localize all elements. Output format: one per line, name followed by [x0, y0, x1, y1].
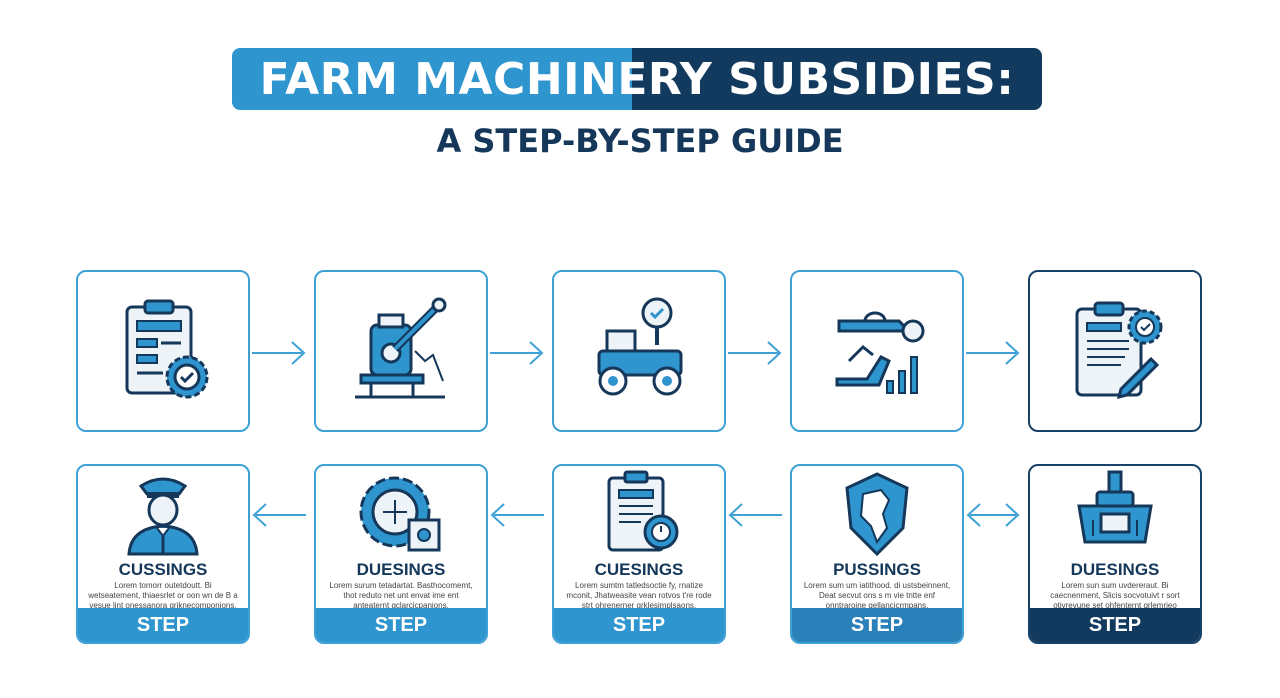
arrow-right-icon — [966, 341, 1020, 365]
step-label: STEP — [792, 608, 962, 642]
step-description: Lorem tomorr outetdoutt. Bi wetseatement… — [88, 581, 238, 610]
step-title: DUESINGS — [1070, 560, 1160, 579]
arrow-both-icon — [966, 503, 1020, 527]
title-banner: FARM MACHINERY SUBSIDIES: — [232, 48, 1042, 110]
arrow-right-icon — [728, 341, 782, 365]
page-title: FARM MACHINERY SUBSIDIES: — [259, 53, 1015, 105]
bottom-step-card-3: CUESINGS Lorem sumtm tatledsoctie fy, rn… — [552, 464, 726, 644]
arrow-right-icon — [252, 341, 306, 365]
large-gear-icon — [359, 476, 441, 552]
arrow-left-icon — [252, 503, 306, 527]
step-description: Lorem sum um iatithood. di ustsbeinnent,… — [803, 581, 951, 610]
top-step-card-4 — [790, 270, 964, 432]
clipboard-timer-icon — [607, 470, 679, 552]
bottom-step-card-2: DUESINGS Lorem surum tetadartat. Basthoc… — [314, 464, 488, 644]
equipment-bar-chart-icon — [835, 311, 925, 394]
top-step-card-1 — [76, 270, 250, 432]
step-title: DUESINGS — [356, 560, 446, 579]
arrow-left-icon — [490, 503, 544, 527]
page-subtitle: A STEP-BY-STEP GUIDE — [436, 122, 844, 160]
step-description: Lorem sumtm tatledsoctie fy, rnatize mco… — [566, 581, 712, 610]
top-step-card-2 — [314, 270, 488, 432]
document-gear-pen-icon — [1075, 301, 1163, 400]
bottom-step-card-4: PUSSINGS Lorem sum um iatithood. di usts… — [790, 464, 964, 644]
top-step-card-5 — [1028, 270, 1202, 432]
step-label: STEP — [316, 608, 486, 642]
step-label: STEP — [1030, 608, 1200, 642]
clipboard-gear-check-icon — [125, 299, 209, 399]
step-label: STEP — [78, 608, 248, 642]
step-title: CUESINGS — [594, 560, 684, 579]
bottom-step-card-5: DUESINGS Lorem sun sum uvdereraut. Bi ca… — [1028, 464, 1202, 644]
machinery-lever-icon — [355, 297, 447, 399]
tractor-gauge-check-icon — [597, 297, 683, 396]
step-title: CUSSINGS — [118, 560, 208, 579]
officer-person-icon — [127, 477, 199, 556]
arrow-left-icon — [728, 503, 782, 527]
step-description: Lorem surum tetadartat. Basthocomemt, th… — [329, 581, 473, 610]
shield-map-icon — [845, 472, 909, 556]
machine-basket-icon — [1077, 470, 1153, 544]
bottom-step-card-1: CUSSINGS Lorem tomorr outetdoutt. Bi wet… — [76, 464, 250, 644]
step-label: STEP — [554, 608, 724, 642]
step-title: PUSSINGS — [833, 560, 921, 579]
top-step-card-3 — [552, 270, 726, 432]
arrow-right-icon — [490, 341, 544, 365]
